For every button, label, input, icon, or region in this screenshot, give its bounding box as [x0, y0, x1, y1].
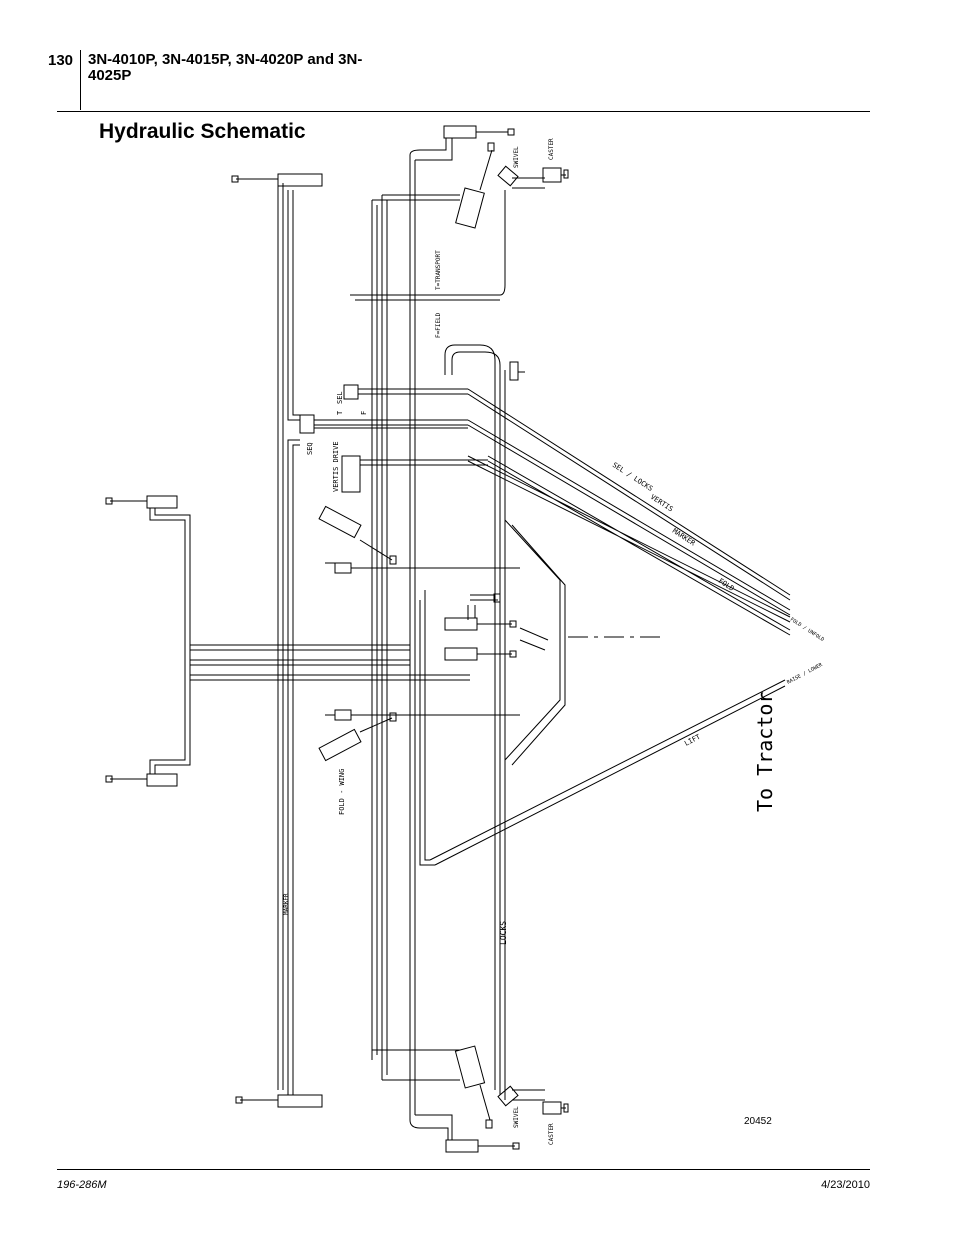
bottom-caster — [542, 1101, 562, 1115]
sel-valve — [343, 384, 359, 400]
bottom-marker-cylinder — [277, 1094, 323, 1108]
lift-hose — [429, 679, 786, 866]
lower-lock-cylinder — [444, 647, 478, 661]
locks-label: LOCKS — [499, 921, 508, 945]
top-swivel — [497, 165, 519, 187]
vertis-drive-motor — [341, 455, 361, 493]
document-date: 4/23/2010 — [821, 1179, 870, 1191]
marker-label: MARKER — [283, 893, 290, 915]
f-field-label: F=FIELD — [435, 312, 442, 338]
top-caster-label: CASTER — [548, 138, 555, 160]
lower-fold-wing-cylinder — [318, 728, 362, 762]
document-title: 3N-4010P, 3N-4015P, 3N-4020P and 3N-4025… — [88, 51, 363, 84]
marker-hose — [277, 183, 284, 1090]
header-rule — [57, 111, 870, 112]
bottom-gauge-cylinder — [445, 1139, 479, 1153]
header-divider — [80, 50, 81, 110]
bottom-caster-label: CASTER — [548, 1123, 555, 1145]
top-gauge-cylinder — [443, 125, 477, 139]
f-label: F — [360, 411, 368, 415]
sel-label: SEL — [336, 391, 344, 404]
bottom-swivel-label: SWIVEL — [513, 1106, 520, 1128]
document-number: 196-286M — [57, 1179, 107, 1191]
seq-label: SEQ — [306, 442, 314, 455]
t-transport-label: T=TRANSPORT — [435, 250, 442, 290]
top-marker-cylinder — [277, 173, 323, 187]
bottom-swivel — [497, 1085, 519, 1107]
marker-hose-label: MARKER — [671, 527, 697, 548]
t-label: T — [336, 410, 344, 415]
check-valve — [509, 361, 519, 381]
left-lower-wing-cylinder — [146, 773, 178, 787]
sel-locks-label: SEL / LOCKS — [611, 461, 654, 493]
vertis-label: VERTIS — [649, 493, 675, 513]
upper-lock-cylinder — [444, 617, 478, 631]
raise-lower-label: RAISE / LOWER — [786, 662, 824, 686]
to-tractor-label: To Tractor — [753, 692, 777, 812]
fold-unfold-label: FOLD / UNFOLD — [789, 617, 825, 643]
seq-valve — [299, 414, 315, 434]
top-fold-cylinder — [455, 187, 485, 229]
lift-label: LIFT — [683, 732, 702, 747]
footer-rule — [57, 1169, 870, 1170]
fold-wing-label: FOLD - WING — [338, 769, 346, 815]
vertis-drive-label: VERTIS DRIVE — [332, 441, 340, 492]
page-number: 130 — [48, 52, 74, 69]
bottom-fold-cylinder — [454, 1045, 486, 1089]
top-caster — [542, 167, 562, 183]
left-upper-wing-cylinder — [146, 495, 178, 509]
top-swivel-label: SWIVEL — [513, 146, 520, 168]
figure-number: 20452 — [744, 1116, 772, 1127]
section-title: Hydraulic Schematic — [99, 120, 306, 143]
upper-fold-wing-cylinder — [318, 505, 362, 539]
